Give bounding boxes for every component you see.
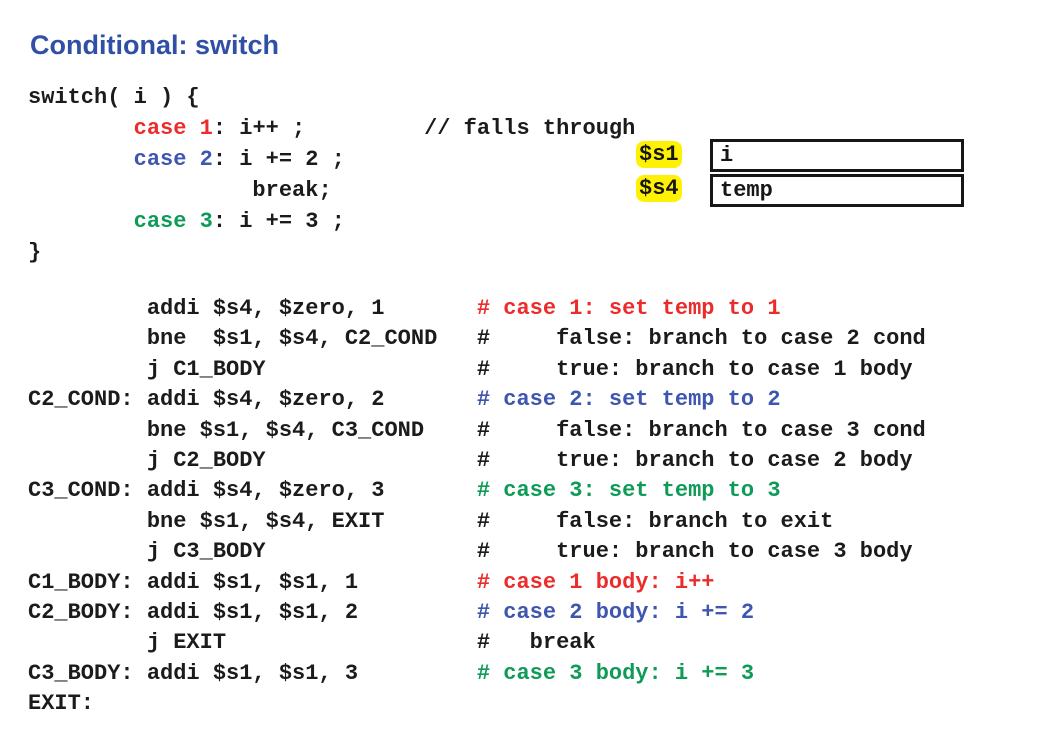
code-line: break; bbox=[28, 178, 332, 203]
c-code-block: switch( i ) { case 1: i++ ; // falls thr… bbox=[28, 82, 635, 268]
code-line: addi $s4, $zero, 1 # case 1: set temp to… bbox=[28, 296, 781, 321]
code-line: C3_COND: addi $s4, $zero, 3 # case 3: se… bbox=[28, 478, 781, 504]
code-line: case 3: i += 3 ; bbox=[133, 209, 345, 234]
code-line: C1_BODY: addi $s1, $s1, 1 # case 1 body:… bbox=[28, 569, 715, 595]
code-line: j C3_BODY # true: branch to case 3 body bbox=[28, 539, 913, 565]
code-line: j EXIT # break bbox=[28, 630, 596, 656]
register-s1-label: $s1 bbox=[636, 141, 682, 168]
code-line: j C2_BODY # true: branch to case 2 body bbox=[28, 448, 913, 474]
code-line: case 2: i += 2 ; bbox=[133, 147, 345, 172]
code-line: C2_COND: addi $s4, $zero, 2 # case 2: se… bbox=[28, 387, 781, 413]
code-line: switch( i ) { bbox=[28, 85, 200, 110]
code-line: C3_BODY: addi $s1, $s1, 3 # case 3 body:… bbox=[28, 660, 755, 686]
code-line: C2_BODY: addi $s1, $s1, 2 # case 2 body:… bbox=[28, 600, 755, 626]
code-line: bne $s1, $s4, C3_COND # false: branch to… bbox=[28, 417, 926, 443]
register-s4-value: temp bbox=[720, 178, 773, 203]
register-s1-value-box: i bbox=[710, 139, 964, 172]
code-line: j C1_BODY # true: branch to case 1 body bbox=[28, 356, 913, 382]
code-line: bne $s1, $s4, EXIT # false: branch to ex… bbox=[28, 508, 834, 534]
assembly-code-block: addi $s4, $zero, 1 # case 1: set temp to… bbox=[28, 294, 926, 720]
register-s4-label: $s4 bbox=[636, 175, 682, 202]
page-title: Conditional: switch bbox=[30, 30, 279, 61]
code-line: EXIT: bbox=[28, 691, 95, 717]
register-s4-value-box: temp bbox=[710, 174, 964, 207]
register-s1-value: i bbox=[720, 143, 734, 168]
code-line: bne $s1, $s4, C2_COND # false: branch to… bbox=[28, 326, 926, 352]
code-line: case 1: i++ ; // falls through bbox=[133, 116, 636, 141]
code-line: } bbox=[28, 240, 42, 265]
